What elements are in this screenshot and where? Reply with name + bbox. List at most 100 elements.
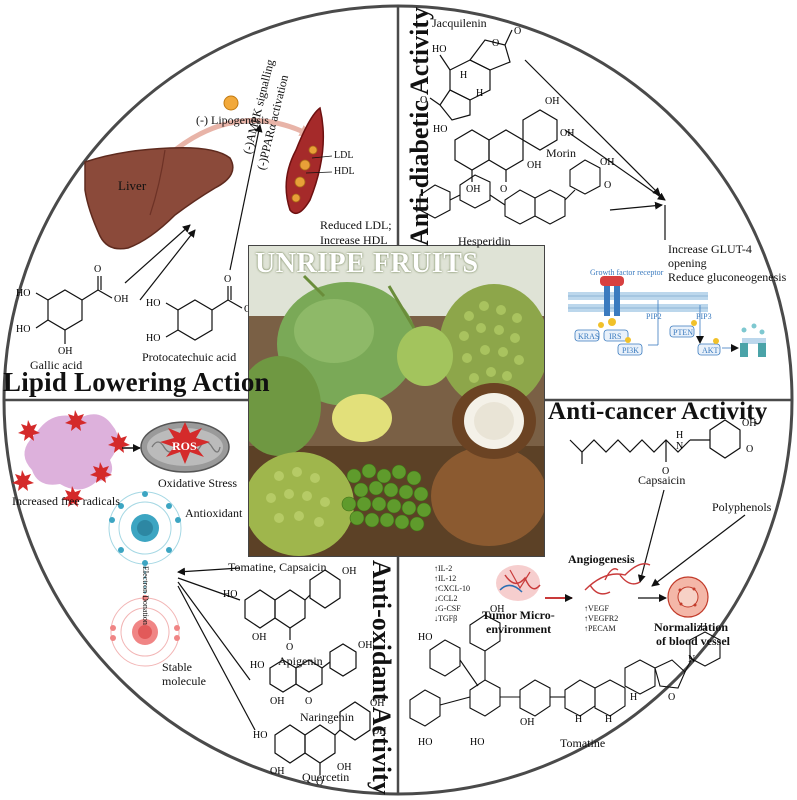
normalized-vessel-icon (667, 576, 709, 618)
pi3k-label: PI3K (622, 346, 639, 355)
svg-text:OH: OH (114, 294, 128, 305)
antioxidant-atom-icon (108, 491, 182, 566)
jacquilenin-label: Jacquilenin (432, 16, 487, 30)
svg-text:N: N (676, 441, 683, 452)
section-title-anticancer: Anti-cancer Activity (548, 398, 768, 425)
svg-text:O: O (668, 692, 675, 703)
svg-text:OH: OH (520, 717, 534, 728)
lipid-droplet-icon (223, 95, 239, 111)
stable-molecule-line2: molecule (162, 674, 206, 688)
free-radical-icons (12, 410, 130, 507)
pip2-label: PIP2 (646, 312, 662, 321)
jacquilenin-structure (429, 29, 513, 121)
ros-label: ROS (172, 439, 197, 453)
svg-text:O: O (94, 264, 101, 275)
cytokine-item: ↓CCL2 (434, 594, 458, 603)
growth-factor-receptor-label: Growth factor receptor (590, 268, 664, 277)
svg-text:O: O (305, 696, 312, 707)
svg-text:OH: OH (742, 418, 756, 429)
lipogenesis-label: (-) Lipogenesis (196, 113, 269, 127)
svg-text:OH: OH (270, 766, 284, 777)
diabetic-effect-line1: Increase GLUT-4 (668, 242, 752, 256)
tumor-icon (496, 565, 541, 601)
tumor-label-line1: Tumor Micro- (482, 608, 555, 622)
svg-text:OH: OH (337, 762, 351, 773)
svg-text:O: O (286, 642, 293, 653)
tomatine-label: Tomatine (560, 736, 606, 750)
antioxidant-label: Antioxidant (185, 506, 243, 520)
svg-text:HO: HO (470, 737, 484, 748)
svg-text:OH: OH (600, 157, 614, 168)
hesperidin-label: Hesperidin (458, 234, 511, 248)
svg-text:O: O (746, 444, 753, 455)
section-title-lipid: Lipid Lowering Action (3, 367, 270, 397)
svg-text:H: H (460, 70, 467, 81)
naringenin-label: Naringenin (300, 710, 354, 724)
hesperidin-structure (419, 159, 601, 225)
ldl-label: LDL (334, 150, 354, 161)
svg-text:OH: OH (370, 698, 384, 709)
svg-text:HO: HO (146, 333, 160, 344)
tumor-label-line2: environment (486, 622, 552, 636)
pten-label: PTEN (673, 328, 693, 337)
protocatechuic-acid-label: Protocatechuic acid (142, 350, 237, 364)
antioxidant-sources-label: Tomatine, Capsaicin (228, 560, 327, 574)
stable-atom-icon (110, 595, 180, 667)
svg-text:HO: HO (418, 632, 432, 643)
svg-text:O: O (662, 466, 669, 477)
svg-text:HO: HO (253, 730, 267, 741)
gallic-acid-label: Gallic acid (30, 358, 83, 372)
capsaicin-cancer-label: Capsaicin (638, 473, 686, 487)
normalization-line1: Normalization (654, 620, 728, 634)
diabetic-effect-line3: Reduce gluconeogenesis (668, 270, 787, 284)
lipid-outcome-line2: Increase HDL (320, 233, 388, 247)
svg-text:H: H (605, 714, 612, 725)
svg-text:HO: HO (433, 124, 447, 135)
electron-donation-label: Electron Donation (141, 566, 150, 625)
cytokine-list: ↑IL-2 ↑IL-12 ↑CXCL-10 ↓CCL2 ↓G-CSF ↓TGFβ (434, 564, 470, 624)
svg-text:O: O (316, 777, 323, 788)
free-radicals-label: Increased free radicals (12, 494, 120, 508)
cytokine-item: ↑IL-12 (434, 574, 457, 583)
svg-text:OH: OH (342, 566, 356, 577)
svg-text:OH: OH (372, 726, 386, 737)
svg-text:O: O (224, 274, 231, 285)
lipogenesis-arrow (173, 118, 312, 152)
svg-text:HO: HO (418, 737, 432, 748)
cytokine-item: ↑IL-2 (434, 564, 453, 573)
svg-text:H: H (630, 692, 637, 703)
section-title-antioxidant: Anti-oxidant Activity (367, 560, 396, 795)
svg-text:O: O (604, 180, 611, 191)
svg-text:H: H (700, 622, 707, 633)
akt-label: AKT (702, 346, 719, 355)
svg-text:OH: OH (545, 96, 559, 107)
diabetic-effect-line2: opening (668, 256, 707, 270)
svg-text:HO: HO (432, 44, 446, 55)
svg-text:OH: OH (270, 696, 284, 707)
svg-text:HO: HO (16, 288, 30, 299)
cytokine-item: ↓G-CSF (434, 604, 461, 613)
naringenin-structure (269, 643, 357, 693)
pip3-label: PIP3 (696, 312, 712, 321)
svg-text:OH: OH (58, 346, 72, 357)
svg-text:O: O (500, 184, 507, 195)
normalization-line2: of blood vessel (656, 634, 731, 648)
quercetin-structure (274, 701, 371, 775)
svg-text:O: O (514, 26, 521, 37)
svg-text:HO: HO (16, 324, 30, 335)
liver-label: Liver (118, 178, 147, 193)
section-title-antidiabetic: Anti-diabetic Activity (405, 6, 434, 246)
svg-text:HO: HO (223, 589, 237, 600)
morin-label: Morin (546, 146, 576, 160)
kras-label: KRAS (578, 332, 600, 341)
svg-text:H: H (676, 430, 683, 441)
svg-text:OH: OH (560, 128, 574, 139)
apigenin-structure (244, 569, 341, 640)
morin-structure (454, 109, 558, 182)
cytokine-item: ↓TGFβ (434, 614, 458, 623)
vessel-marker-item: ↑VEGF (584, 604, 609, 613)
gallic-acid-structure (35, 276, 113, 344)
radical-cloud-icon (24, 414, 119, 490)
fruits-illustration (249, 246, 544, 556)
hdl-label: HDL (334, 166, 355, 177)
